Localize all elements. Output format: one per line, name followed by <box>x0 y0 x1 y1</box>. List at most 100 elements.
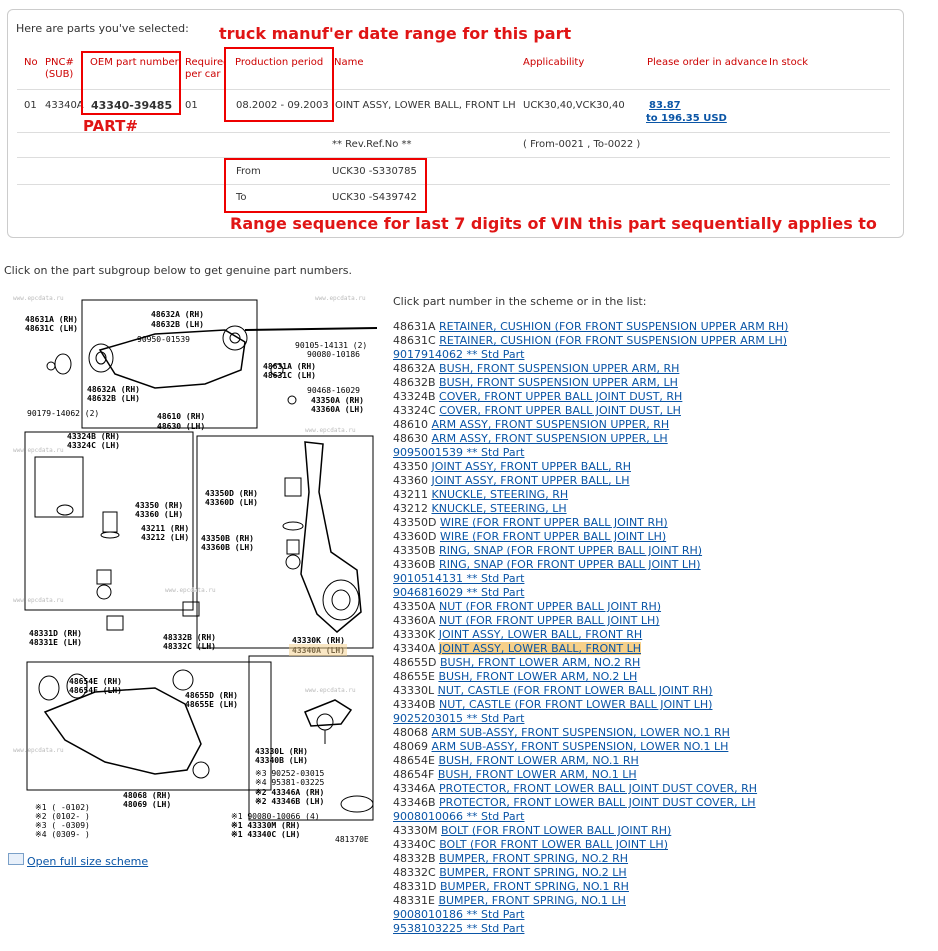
part-link[interactable]: BUSH, FRONT LOWER ARM, NO.1 LH <box>437 768 637 781</box>
selected-parts-panel <box>7 9 904 238</box>
parts-scheme-diagram[interactable]: 48631A (RH) 48631C (LH) 48632A (RH) 4863… <box>5 292 383 844</box>
std-part-link[interactable]: 9017914062 ** Std Part <box>393 348 525 361</box>
part-code: 48655E <box>393 670 435 683</box>
part-link[interactable]: BUSH, FRONT LOWER ARM, NO.1 RH <box>438 754 639 767</box>
part-list-item: 43324C COVER, FRONT UPPER BALL JOINT DUS… <box>393 404 933 418</box>
part-link[interactable]: BOLT (FOR FRONT LOWER BALL JOINT LH) <box>439 838 668 851</box>
scheme-label: 48331D (RH) <box>29 629 82 638</box>
part-link[interactable]: COVER, FRONT UPPER BALL JOINT DUST, RH <box>439 390 683 403</box>
row-applicability: UCK30,40,VCK30,40 <box>523 100 625 111</box>
part-list-item: 48610 ARM ASSY, FRONT SUSPENSION UPPER, … <box>393 418 933 432</box>
part-link[interactable]: BOLT (FOR FRONT LOWER BALL JOINT RH) <box>440 824 672 837</box>
to-value: UCK30 -S439742 <box>332 192 417 203</box>
part-link[interactable]: RING, SNAP (FOR FRONT UPPER BALL JOINT R… <box>439 544 703 557</box>
scheme-label: 48332C (LH) <box>163 642 216 651</box>
col-header-name: Name <box>334 57 364 68</box>
scheme-label: 90105-14131 (2) <box>295 341 367 350</box>
scheme-label: 48068 (RH) <box>123 791 171 800</box>
part-link[interactable]: KNUCKLE, STEERING, LH <box>431 502 567 515</box>
part-link[interactable]: ARM ASSY, FRONT SUSPENSION UPPER, LH <box>431 432 668 445</box>
svg-text:www.epcdata.ru: www.epcdata.ru <box>13 295 64 302</box>
part-list-item: 48331D BUMPER, FRONT SPRING, NO.1 RH <box>393 880 933 894</box>
scheme-label: 43350 (RH) <box>135 501 183 510</box>
svg-text:www.epcdata.ru: www.epcdata.ru <box>305 687 356 694</box>
std-part-link[interactable]: 9008010066 ** Std Part <box>393 810 525 823</box>
scheme-label: ※1 90080-10066 (4) <box>231 812 320 821</box>
std-part-link[interactable]: 9095001539 ** Std Part <box>393 446 525 459</box>
scheme-watermarks: www.epcdata.ru www.epcdata.ru www.epcdat… <box>13 295 366 754</box>
part-list-item: 48331E BUMPER, FRONT SPRING, NO.1 LH <box>393 894 933 908</box>
std-part-link[interactable]: 9025203015 ** Std Part <box>393 712 525 725</box>
part-link[interactable]: COVER, FRONT UPPER BALL JOINT DUST, LH <box>439 404 681 417</box>
row-oem-number[interactable]: 43340-39485 <box>91 99 173 112</box>
part-link[interactable]: JOINT ASSY, LOWER BALL, FRONT RH <box>438 628 643 641</box>
part-link[interactable]: NUT, CASTLE (FOR FRONT LOWER BALL JOINT … <box>437 684 713 697</box>
price-link-to[interactable]: to 196.35 USD <box>646 113 727 124</box>
part-link[interactable]: BUSH, FRONT SUSPENSION UPPER ARM, RH <box>439 362 680 375</box>
scheme-panel-knuckle <box>196 435 374 649</box>
std-part-link[interactable]: 9008010186 ** Std Part <box>393 908 525 921</box>
col-header-advance: Please order in advance <box>647 57 768 68</box>
part-link[interactable]: NUT (FOR FRONT UPPER BALL JOINT LH) <box>439 614 660 627</box>
part-code: 48331D <box>393 880 437 893</box>
part-link[interactable]: JOINT ASSY, LOWER BALL, FRONT LH <box>439 642 641 655</box>
part-list-item: 43324B COVER, FRONT UPPER BALL JOINT DUS… <box>393 390 933 404</box>
scheme-label: 48632B (LH) <box>151 320 204 329</box>
from-divider <box>17 184 890 185</box>
part-list-item: 43330L NUT, CASTLE (FOR FRONT LOWER BALL… <box>393 684 933 698</box>
part-list-item: 48332C BUMPER, FRONT SPRING, NO.2 LH <box>393 866 933 880</box>
open-full-scheme-link[interactable]: Open full size scheme <box>27 855 149 868</box>
revref-label: ** Rev.Ref.No ** <box>332 139 412 150</box>
part-code: 43330L <box>393 684 435 697</box>
part-list-item: 43350B RING, SNAP (FOR FRONT UPPER BALL … <box>393 544 933 558</box>
col-header-required: Required <box>185 57 225 68</box>
part-list-item: 48630 ARM ASSY, FRONT SUSPENSION UPPER, … <box>393 432 933 446</box>
scheme-label: 43360D (LH) <box>205 498 258 507</box>
scheme-label: 48654E (RH) <box>69 677 122 686</box>
part-link[interactable]: ARM SUB-ASSY, FRONT SUSPENSION, LOWER NO… <box>431 740 729 753</box>
annotation-date-range: truck manuf'er date range for this part <box>219 24 572 43</box>
part-link[interactable]: BUMPER, FRONT SPRING, NO.1 RH <box>439 880 629 893</box>
part-list-item: 43340A JOINT ASSY, LOWER BALL, FRONT LH <box>393 642 933 656</box>
part-link[interactable]: BUMPER, FRONT SPRING, NO.1 LH <box>438 894 626 907</box>
part-link[interactable]: ARM SUB-ASSY, FRONT SUSPENSION, LOWER NO… <box>431 726 730 739</box>
scheme-label: 90179-14062 (2) <box>27 409 99 418</box>
std-part-link[interactable]: 9010514131 ** Std Part <box>393 572 525 585</box>
scheme-label: ※4 95381-03225 <box>255 778 325 787</box>
part-link[interactable]: RETAINER, CUSHION (FOR FRONT SUSPENSION … <box>439 334 788 347</box>
scheme-label: 43360B (LH) <box>201 543 254 552</box>
part-list-item: 43340B NUT, CASTLE (FOR FRONT LOWER BALL… <box>393 698 933 712</box>
part-link[interactable]: JOINT ASSY, FRONT UPPER BALL, RH <box>431 460 632 473</box>
part-link[interactable]: RING, SNAP (FOR FRONT UPPER BALL JOINT L… <box>439 558 701 571</box>
part-link[interactable]: JOINT ASSY, FRONT UPPER BALL, LH <box>431 474 630 487</box>
scheme-svg: 48631A (RH) 48631C (LH) 48632A (RH) 4863… <box>13 295 378 844</box>
scheme-label: 43350B (RH) <box>201 534 254 543</box>
part-link[interactable]: NUT (FOR FRONT UPPER BALL JOINT RH) <box>439 600 662 613</box>
scheme-label: 43340B (LH) <box>255 756 308 765</box>
row-pnc: 43340A <box>45 100 84 111</box>
part-link[interactable]: BUMPER, FRONT SPRING, NO.2 LH <box>439 866 627 879</box>
std-part-link[interactable]: 9046816029 ** Std Part <box>393 586 525 599</box>
part-link[interactable]: BUSH, FRONT LOWER ARM, NO.2 RH <box>439 656 641 669</box>
part-link[interactable]: PROTECTOR, FRONT LOWER BALL JOINT DUST C… <box>439 796 756 809</box>
part-list-item: 43346A PROTECTOR, FRONT LOWER BALL JOINT… <box>393 782 933 796</box>
scheme-label: 48069 (LH) <box>123 800 171 809</box>
part-link[interactable]: WIRE (FOR FRONT UPPER BALL JOINT LH) <box>439 530 667 543</box>
part-link[interactable]: ARM ASSY, FRONT SUSPENSION UPPER, RH <box>431 418 670 431</box>
part-link[interactable]: KNUCKLE, STEERING, RH <box>431 488 569 501</box>
part-link[interactable]: BUMPER, FRONT SPRING, NO.2 RH <box>439 852 629 865</box>
scheme-label: 43330L (RH) <box>255 747 308 756</box>
part-link[interactable]: PROTECTOR, FRONT LOWER BALL JOINT DUST C… <box>439 782 758 795</box>
part-link[interactable]: RETAINER, CUSHION (FOR FRONT SUSPENSION … <box>439 320 789 333</box>
part-list-item: 48631A RETAINER, CUSHION (FOR FRONT SUSP… <box>393 320 933 334</box>
col-header-oem: OEM part number <box>90 57 179 68</box>
part-link[interactable]: BUSH, FRONT LOWER ARM, NO.2 LH <box>438 670 638 683</box>
part-link[interactable]: NUT, CASTLE (FOR FRONT LOWER BALL JOINT … <box>439 698 713 711</box>
part-link[interactable]: WIRE (FOR FRONT UPPER BALL JOINT RH) <box>439 516 668 529</box>
std-part-link[interactable]: 9538103225 ** Std Part <box>393 922 525 935</box>
price-link-from[interactable]: 83.87 <box>649 100 681 111</box>
part-list-item: 9008010186 ** Std Part <box>393 908 933 922</box>
scheme-label: 48631A (RH) <box>25 315 78 324</box>
part-link[interactable]: BUSH, FRONT SUSPENSION UPPER ARM, LH <box>439 376 678 389</box>
annotation-box-production <box>224 47 334 122</box>
